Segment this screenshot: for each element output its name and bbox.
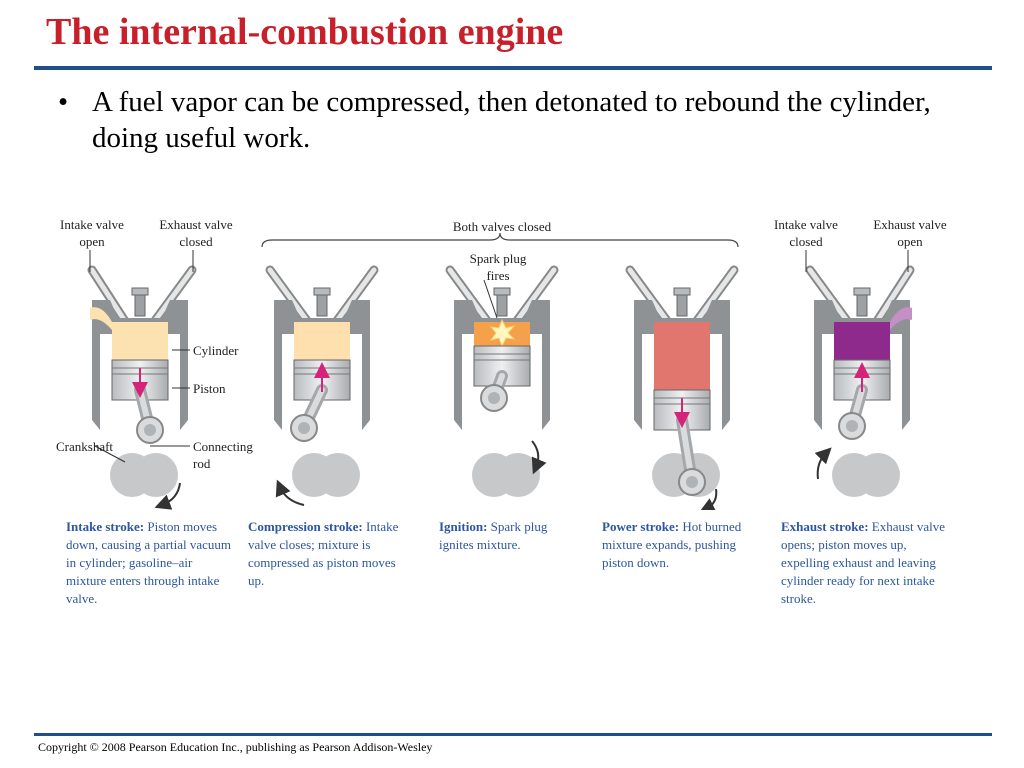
- bullet-text: A fuel vapor can be compressed, then det…: [92, 86, 931, 154]
- crankshaft-lobe: [856, 453, 900, 497]
- page-title: The internal-combustion engine: [46, 11, 564, 53]
- intake-valve-stem-highlight: [807, 267, 851, 325]
- caption-ignition: Ignition: Spark plug ignites mixture.: [439, 518, 579, 554]
- caption-text: Intake valve closes; mixture is compress…: [248, 519, 399, 588]
- engine-strokes-diagram: [87, 232, 915, 510]
- cylinder-wall-right: [722, 334, 730, 430]
- caption-text: Piston moves down, causing a partial vac…: [66, 519, 231, 606]
- caption-heading: Power stroke:: [602, 519, 680, 534]
- cylinder-wall-right: [180, 334, 188, 430]
- caption-text: Spark plug ignites mixture.: [439, 519, 548, 552]
- caption-intake: Intake stroke: Piston moves down, causin…: [66, 518, 236, 608]
- cylinder-wall-right: [362, 334, 370, 430]
- caption-heading: Ignition:: [439, 519, 488, 534]
- exhaust-valve-stem-highlight: [693, 267, 737, 325]
- crankshaft-label: Crankshaft: [56, 439, 114, 454]
- copyright-footer: Copyright © 2008 Pearson Education Inc.,…: [38, 740, 433, 754]
- both-valves-closed-label: Both valves closed: [452, 219, 552, 234]
- intake-port-flow: [90, 307, 112, 330]
- crankshaft-lobe: [134, 453, 178, 497]
- crank-pin-center: [488, 392, 500, 404]
- caption-heading: Exhaust stroke:: [781, 519, 869, 534]
- cylinder-wall-left: [634, 334, 642, 430]
- exhaust-port-flow: [890, 307, 912, 330]
- exhaust-valve-closed-label: Exhaust valve closed: [159, 217, 233, 249]
- crank-pin-center: [846, 420, 858, 432]
- intake-valve-stem-highlight: [627, 267, 671, 325]
- valves-closed-brace: [261, 232, 739, 248]
- spark-plug-fires-label: Spark plug fires: [469, 251, 527, 283]
- cylinder-wall-right: [902, 334, 910, 430]
- spark-plug: [856, 293, 868, 317]
- cylinder-wall-left: [92, 334, 100, 430]
- combustion-chamber: [112, 322, 168, 360]
- combustion-chamber: [294, 322, 350, 360]
- spark-plug-cap: [313, 287, 331, 296]
- crank-rotation-arrow: [154, 482, 181, 510]
- spark-plug-cap: [853, 287, 871, 296]
- cylinder-wall-left: [814, 334, 822, 430]
- cylinder-wall-left: [274, 334, 282, 430]
- title-divider: [34, 66, 992, 70]
- exhaust-valve-stem-highlight: [513, 267, 557, 325]
- crankshaft-lobe: [496, 453, 540, 497]
- spark-plug: [134, 293, 146, 317]
- combustion-chamber: [834, 322, 890, 360]
- intake-valve-stem-highlight: [267, 267, 311, 325]
- crankshaft-lobe: [316, 453, 360, 497]
- cylinder-wall-right: [542, 334, 550, 430]
- caption-heading: Compression stroke:: [248, 519, 363, 534]
- exhaust-valve-stem-highlight: [333, 267, 377, 325]
- bullet-marker: •: [58, 86, 69, 118]
- intake-valve-stem-highlight: [447, 267, 491, 325]
- crank-rotation-arrow: [814, 447, 832, 480]
- crank-pin-center: [686, 476, 698, 488]
- caption-power: Power stroke: Hot burned mixture expands…: [602, 518, 768, 572]
- spark-plug: [676, 293, 688, 317]
- spark-plug: [316, 293, 328, 317]
- spark-plug-cap: [131, 287, 149, 296]
- spark-plug-cap: [673, 287, 691, 296]
- spark-plug-cap: [493, 287, 511, 296]
- crank-pin-center: [298, 422, 310, 434]
- crank-rotation-arrow: [275, 479, 305, 506]
- caption-text: Exhaust valve opens; piston moves up, ex…: [781, 519, 946, 606]
- spark-plug: [496, 293, 508, 317]
- crank-pin-center: [144, 424, 156, 436]
- cylinder-label: Cylinder: [193, 343, 239, 358]
- cylinder-wall-left: [454, 334, 462, 430]
- crank-rotation-arrow: [698, 488, 718, 510]
- caption-text: Hot burned mixture expands, pushing pist…: [602, 519, 742, 570]
- piston-label: Piston: [193, 381, 226, 396]
- connecting-rod-label: Connecting rod: [193, 439, 253, 471]
- intake-valve-closed-label: Intake valve closed: [774, 217, 838, 249]
- footer-divider: [34, 733, 992, 736]
- caption-compression: Compression stroke: Intake valve closes;…: [248, 518, 408, 590]
- caption-heading: Intake stroke:: [66, 519, 145, 534]
- crank-rotation-arrow: [531, 440, 547, 475]
- combustion-chamber: [654, 322, 710, 390]
- caption-exhaust: Exhaust stroke: Exhaust valve opens; pis…: [781, 518, 947, 608]
- intake-valve-open-label: Intake valve open: [60, 217, 124, 249]
- exhaust-valve-stem-highlight: [151, 267, 195, 325]
- exhaust-valve-open-label: Exhaust valve open: [873, 217, 947, 249]
